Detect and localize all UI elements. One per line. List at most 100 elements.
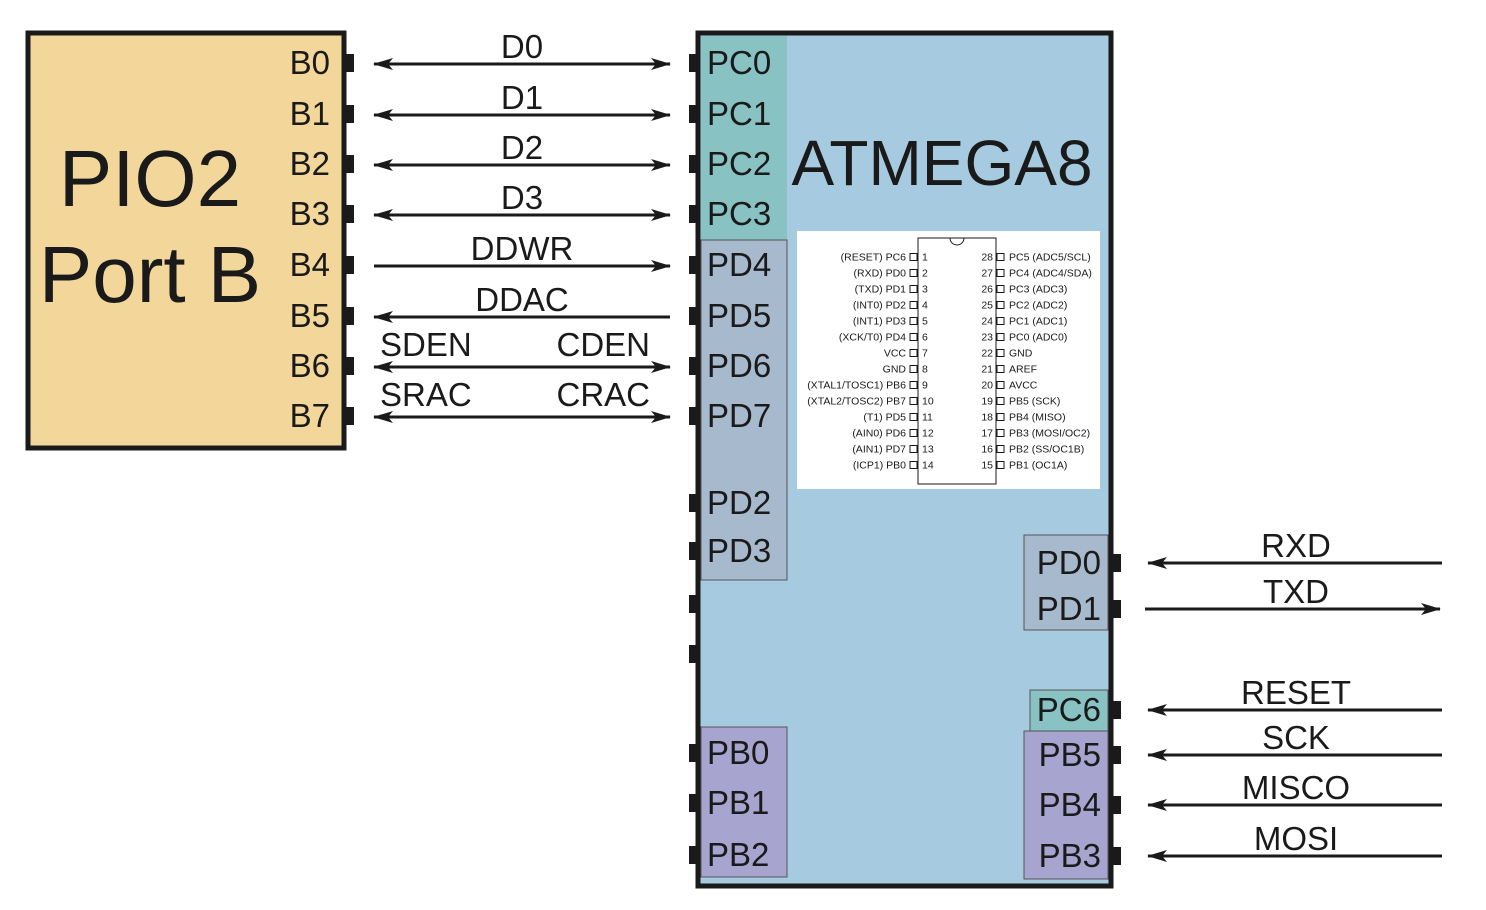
mcu-pin-label-pb2: PB2 [707, 836, 769, 873]
dip-pin-box-6 [909, 333, 918, 341]
dip-pin-box-19 [996, 397, 1005, 405]
dip-pin-name-9: (XTAL1/TOSC1) PB6 [807, 380, 906, 392]
dip-pin-number-7: 7 [922, 348, 928, 360]
pio-pin-label-b3: B3 [290, 195, 330, 232]
dip-pin-name-10: (XTAL2/TOSC2) PB7 [807, 396, 906, 408]
pin-stub-pd2 [689, 494, 700, 512]
dip-pin-box-26 [996, 285, 1005, 293]
wire-label-crac: CRAC [556, 376, 650, 413]
dip-pin-number-25: 25 [981, 300, 993, 312]
mcu-pin-label-pd1: PD1 [1037, 590, 1101, 627]
mcu-pin-label-pb5: PB5 [1039, 736, 1101, 773]
wire-label-ddwr: DDWR [471, 230, 574, 267]
dip-pin-name-2: (RXD) PD0 [853, 268, 906, 280]
pio2-block [25, 30, 347, 451]
pin-stub-pc2 [689, 155, 700, 173]
mcu-pin-label-pd3: PD3 [707, 532, 771, 569]
dip-pin-box-3 [909, 285, 918, 293]
wire-label-d2: D2 [501, 129, 543, 166]
dip-pin-box-5 [909, 317, 918, 325]
pin-stub-b5 [343, 307, 354, 325]
pin-stub-pd5 [689, 307, 700, 325]
mcu-pin-label-pc2: PC2 [707, 145, 771, 182]
dip-pin-box-4 [909, 301, 918, 309]
dip-pin-box-17 [996, 429, 1005, 437]
mcu-pin-label-pd7: PD7 [707, 397, 771, 434]
pin-stub-pd6 [689, 357, 700, 375]
mcu-pin-label-pd2: PD2 [707, 484, 771, 521]
dip-pin-box-9 [909, 381, 918, 389]
dip-pin-box-14 [909, 461, 918, 469]
dip-pin-number-4: 4 [922, 300, 928, 312]
wire-label-d1: D1 [501, 79, 543, 116]
pin-stub-pd4 [689, 256, 700, 274]
dip-pin-number-11: 11 [922, 412, 933, 424]
mcu-pin-label-pb1: PB1 [707, 784, 769, 821]
mcu-pin-label-pd6: PD6 [707, 347, 771, 384]
wire-label-srac: SRAC [380, 376, 472, 413]
portb-group-right [1023, 730, 1109, 880]
dip-pin-name-26: PC3 (ADC3) [1009, 284, 1067, 296]
wire-label-txd: TXD [1263, 573, 1329, 610]
dip-pin-number-9: 9 [922, 380, 928, 392]
dip-pin-name-16: PB2 (SS/OC1B) [1009, 444, 1084, 456]
pin-stub-b0 [343, 54, 354, 72]
dip-pin-name-8: GND [883, 364, 907, 376]
portc-group [701, 36, 787, 240]
dip-pin-number-3: 3 [922, 284, 928, 296]
mcu-pin-label-pd0: PD0 [1037, 544, 1101, 581]
dip-pin-box-20 [996, 381, 1005, 389]
pin-stub-unlabeled-1 [689, 595, 700, 613]
dip-pin-name-23: PC0 (ADC0) [1009, 332, 1067, 344]
mcu-pin-label-pc1: PC1 [707, 95, 771, 132]
portd-group-right [1023, 534, 1109, 631]
dip-pin-name-20: AVCC [1009, 380, 1038, 392]
dip-pin-number-2: 2 [922, 268, 928, 280]
dip-pin-box-21 [996, 365, 1005, 373]
pin-stub-pb1 [689, 794, 700, 812]
dip-pin-number-16: 16 [981, 444, 993, 456]
pio2-subtitle: Port B [39, 230, 261, 319]
dip-pin-name-15: PB1 (OC1A) [1009, 460, 1067, 472]
mcu-pin-label-pc6: PC6 [1037, 691, 1101, 728]
pio-pin-label-b6: B6 [290, 347, 330, 384]
pin-stub-pd3 [689, 542, 700, 560]
pin-stub-pc1 [689, 105, 700, 123]
dip-pin-number-27: 27 [981, 268, 993, 280]
dip-pin-box-11 [909, 413, 918, 421]
mcu-pin-label-pd4: PD4 [707, 246, 771, 283]
pin-stub-b4 [343, 256, 354, 274]
portb-group-left [700, 726, 788, 878]
pin-stub-b1 [343, 105, 354, 123]
mcu-pin-label-pc0: PC0 [707, 44, 771, 81]
dip-pin-name-7: VCC [884, 348, 907, 360]
dip-pin-name-4: (INT0) PD2 [853, 300, 906, 312]
dip-pin-box-13 [909, 445, 918, 453]
mcu-pin-label-pb3: PB3 [1039, 837, 1101, 874]
mcu-pin-label-pc3: PC3 [707, 195, 771, 232]
dip-pin-box-25 [996, 301, 1005, 309]
pc6-group [1029, 689, 1109, 732]
dip-pin-box-18 [996, 413, 1005, 421]
dip-pin-number-14: 14 [922, 460, 934, 472]
dip-pin-number-26: 26 [981, 284, 993, 296]
wire-label-misco: MISCO [1242, 769, 1350, 806]
dip-pin-number-17: 17 [981, 428, 993, 440]
pin-stub-pd1 [1110, 600, 1121, 618]
mcu-pin-label-pb0: PB0 [707, 734, 769, 771]
wire-label-mosi: MOSI [1254, 820, 1338, 857]
dip-pin-name-21: AREF [1009, 364, 1037, 376]
dip-pin-box-28 [996, 253, 1005, 261]
dip-pin-box-1 [909, 253, 918, 261]
pin-stub-pb4 [1110, 796, 1121, 814]
dip-pin-name-6: (XCK/T0) PD4 [839, 332, 906, 344]
wire-label-d0: D0 [501, 28, 543, 65]
dip-pin-number-13: 13 [922, 444, 934, 456]
wire-label-reset: RESET [1241, 674, 1351, 711]
dip-pin-name-25: PC2 (ADC2) [1009, 300, 1067, 312]
dip-pin-name-24: PC1 (ADC1) [1009, 316, 1067, 328]
